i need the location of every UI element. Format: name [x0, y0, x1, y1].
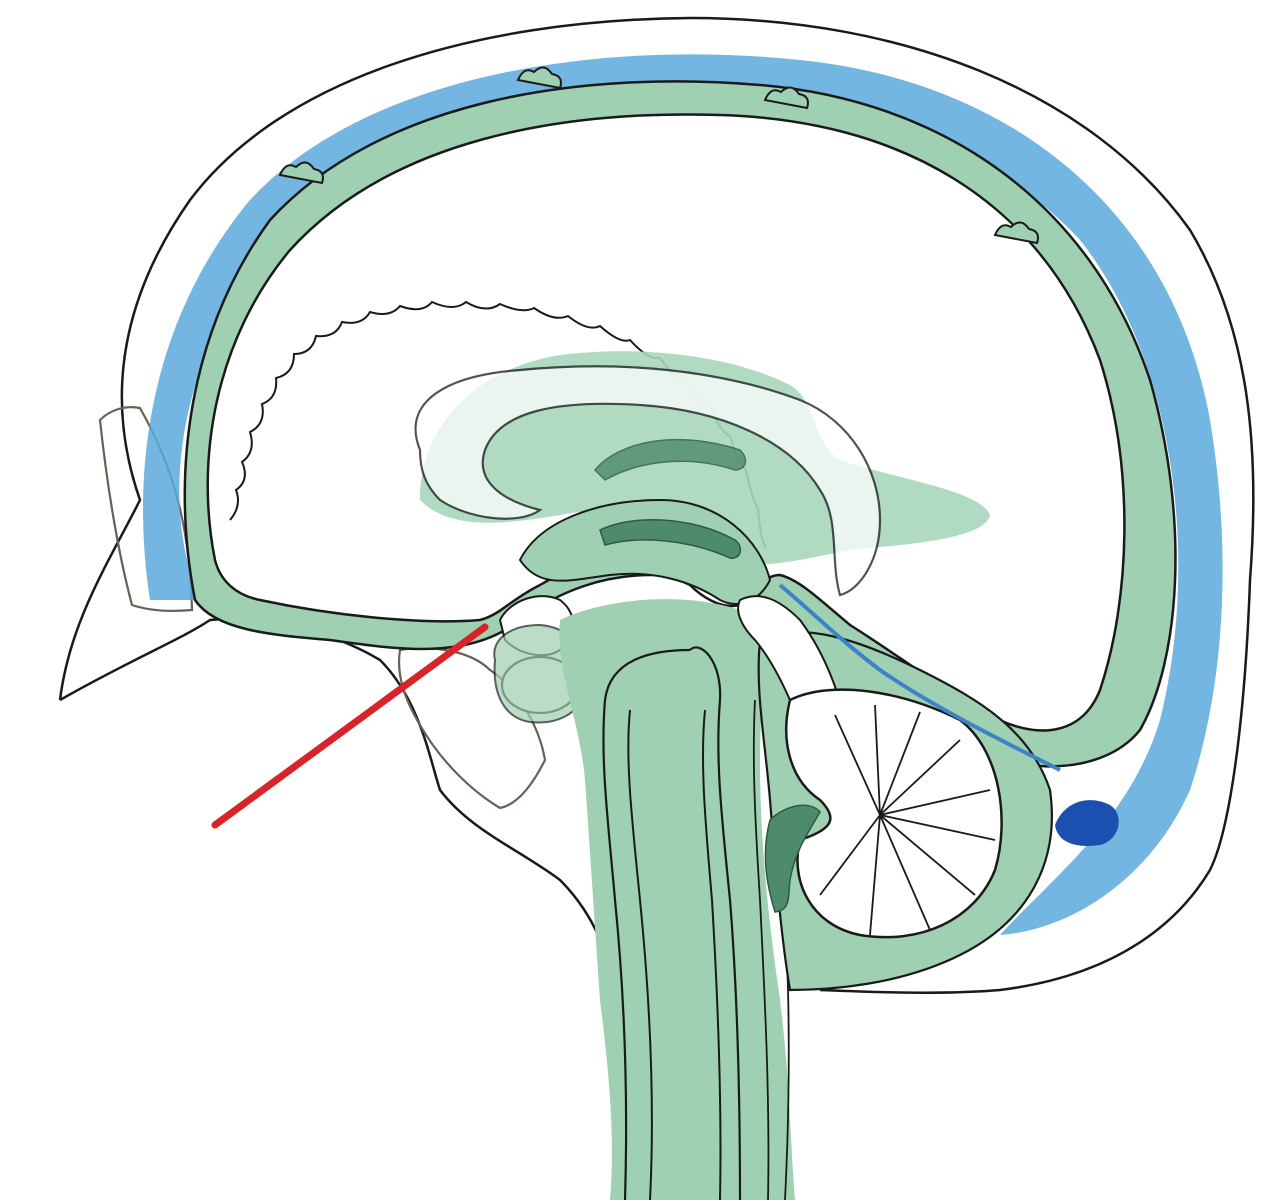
cerebellar-folia — [819, 704, 996, 936]
choroid-plexus-fourth — [764, 804, 821, 913]
spinal-cord-outline-left — [627, 709, 653, 1200]
brainstem-outline-left — [602, 648, 691, 1200]
frontal-bone-outline — [98, 406, 194, 613]
arachnoid-granulation-2 — [763, 86, 809, 110]
corpus-callosum — [414, 365, 882, 597]
scalp-outline — [58, 16, 1255, 994]
face-lower-outline — [59, 617, 612, 961]
central-canal-line — [752, 699, 770, 1200]
spinal-cord-outline-right — [701, 709, 722, 1200]
brainstem-outline-right — [689, 646, 742, 1200]
pointer-line — [211, 623, 489, 829]
choroid-plexus-third — [599, 519, 742, 559]
arachnoid-granulation-3 — [278, 161, 324, 185]
brainstem-csf — [559, 599, 795, 1200]
arachnoid-granulation-4 — [993, 221, 1039, 245]
straight-sinus — [778, 583, 1061, 772]
confluence-of-sinuses — [1055, 800, 1119, 846]
choroid-plexus-lateral — [593, 438, 747, 481]
third-ventricle — [518, 498, 772, 605]
superior-sagittal-sinus-band — [143, 54, 1223, 935]
sphenoid-bone-outline — [398, 647, 547, 810]
arachnoid-granulation-1 — [516, 66, 562, 90]
